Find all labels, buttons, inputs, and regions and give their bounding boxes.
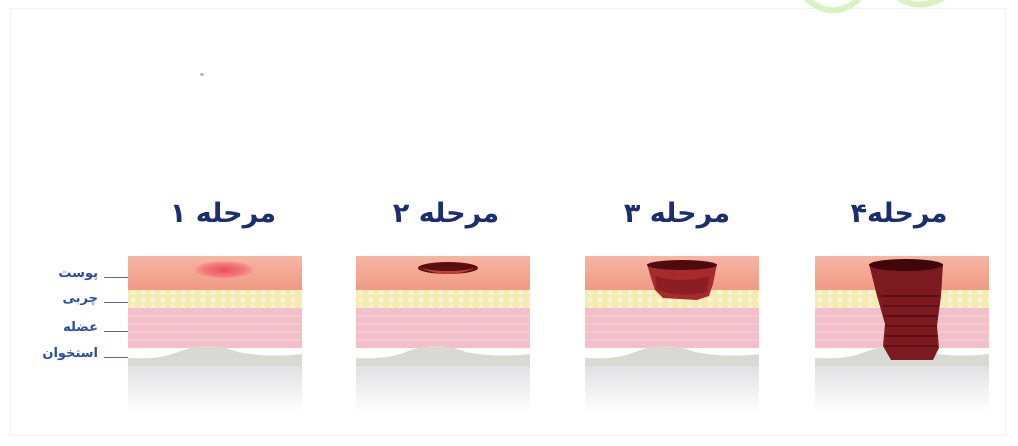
corner-decoration xyxy=(788,0,958,30)
layer-label-muscle: عضله xyxy=(34,320,98,335)
stage-1-reflection xyxy=(128,366,302,412)
speck xyxy=(200,73,204,76)
stage-2-tissue xyxy=(356,256,530,366)
redness-mark xyxy=(194,261,254,279)
stage-3-title: مرحله ۳ xyxy=(562,198,792,229)
stage-3-reflection xyxy=(585,366,759,412)
bone-leader-line xyxy=(104,357,128,358)
stage-4-reflection xyxy=(815,366,989,412)
layer-label-fat: چربی xyxy=(34,291,98,306)
stage-4-tissue xyxy=(815,256,989,366)
stage-3-tissue xyxy=(585,256,759,366)
fat-leader-line xyxy=(104,302,128,303)
layer-label-bone: استخوان xyxy=(34,346,98,361)
stage-1-tissue xyxy=(128,256,302,366)
stage-1-title: مرحله ۱ xyxy=(108,198,338,229)
skin-leader-line xyxy=(104,277,128,278)
muscle-leader-line xyxy=(104,331,128,332)
stage-2-title: مرحله ۲ xyxy=(331,198,561,229)
stage-2-reflection xyxy=(356,366,530,412)
layer-label-skin: پوست xyxy=(34,266,98,281)
stage-4-title: مرحله۴ xyxy=(784,198,1014,229)
